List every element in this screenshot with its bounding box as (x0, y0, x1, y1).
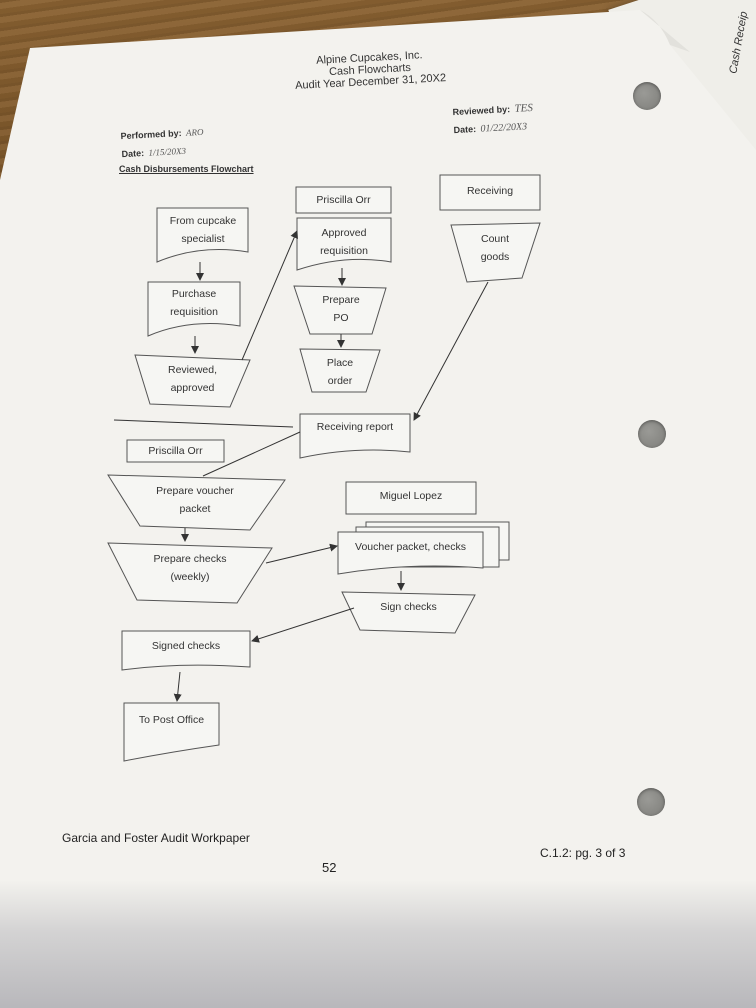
purchase-requisition-document (147, 281, 241, 337)
receiving-label: Receiving (466, 185, 514, 197)
priscilla-orr-box-lower (126, 439, 225, 463)
purchase-requisition-label: Purchase requisition (170, 288, 218, 318)
prepare-checks-step (107, 542, 273, 604)
voucher-packet-document (337, 531, 484, 575)
footer-right: C.1.2: pg. 3 of 3 (540, 846, 626, 860)
binder-hole (638, 420, 666, 448)
arrow-sign-to-signed (251, 607, 355, 643)
prepare-po-step (293, 285, 387, 335)
arrow-report-to-voucher (202, 431, 301, 477)
miguel-lopez-label: Miguel Lopez (379, 490, 443, 502)
place-order-step (299, 348, 381, 393)
receiving-report-label: Receiving report (316, 421, 394, 433)
prepare-voucher-label: Prepare voucher packet (156, 485, 234, 515)
arrow-review-to-approved (241, 230, 298, 361)
receiving-box (439, 174, 541, 211)
priscilla-orr-lower-label: Priscilla Orr (148, 445, 203, 457)
arrow-signed-to-post (173, 671, 182, 702)
signed-checks-document (121, 630, 251, 671)
footer-left: Garcia and Foster Audit Workpaper (62, 831, 250, 845)
approved-requisition-label: Approved requisition (320, 227, 368, 257)
miguel-lopez-box (345, 481, 477, 515)
from-specialist-label: From cupcake specialist (169, 215, 237, 245)
post-office-document (123, 702, 220, 762)
prepare-checks-label: Prepare checks (weekly) (153, 553, 227, 583)
receiving-report-document (299, 413, 411, 459)
arrow-count-to-report (413, 281, 489, 421)
shadow-overlay (0, 880, 756, 1008)
divider-line (113, 419, 294, 428)
approved-requisition-document (296, 217, 392, 271)
from-specialist-document (156, 207, 249, 263)
voucher-packet-label: Voucher packet, checks (355, 541, 466, 553)
post-office-label: To Post Office (138, 714, 205, 726)
count-goods-label: Count goods (480, 233, 510, 263)
page-number: 52 (322, 860, 337, 875)
priscilla-orr-top-label: Priscilla Orr (316, 194, 371, 206)
sign-checks-label: Sign checks (380, 601, 437, 613)
count-goods-step (450, 222, 541, 283)
signed-checks-label: Signed checks (151, 640, 221, 652)
prepare-po-label: Prepare PO (322, 294, 360, 324)
arrow-checks-to-packet (265, 543, 338, 564)
prepare-voucher-step (107, 474, 286, 531)
place-order-label: Place order (326, 357, 354, 387)
binder-hole (637, 788, 665, 816)
binder-hole (633, 82, 661, 110)
section-title: Cash Disbursements Flowchart (119, 164, 254, 174)
sign-checks-step (341, 591, 476, 634)
reviewed-approved-step (134, 354, 251, 408)
priscilla-orr-box-top (295, 186, 392, 214)
reviewed-approved-label: Reviewed, approved (167, 364, 218, 394)
